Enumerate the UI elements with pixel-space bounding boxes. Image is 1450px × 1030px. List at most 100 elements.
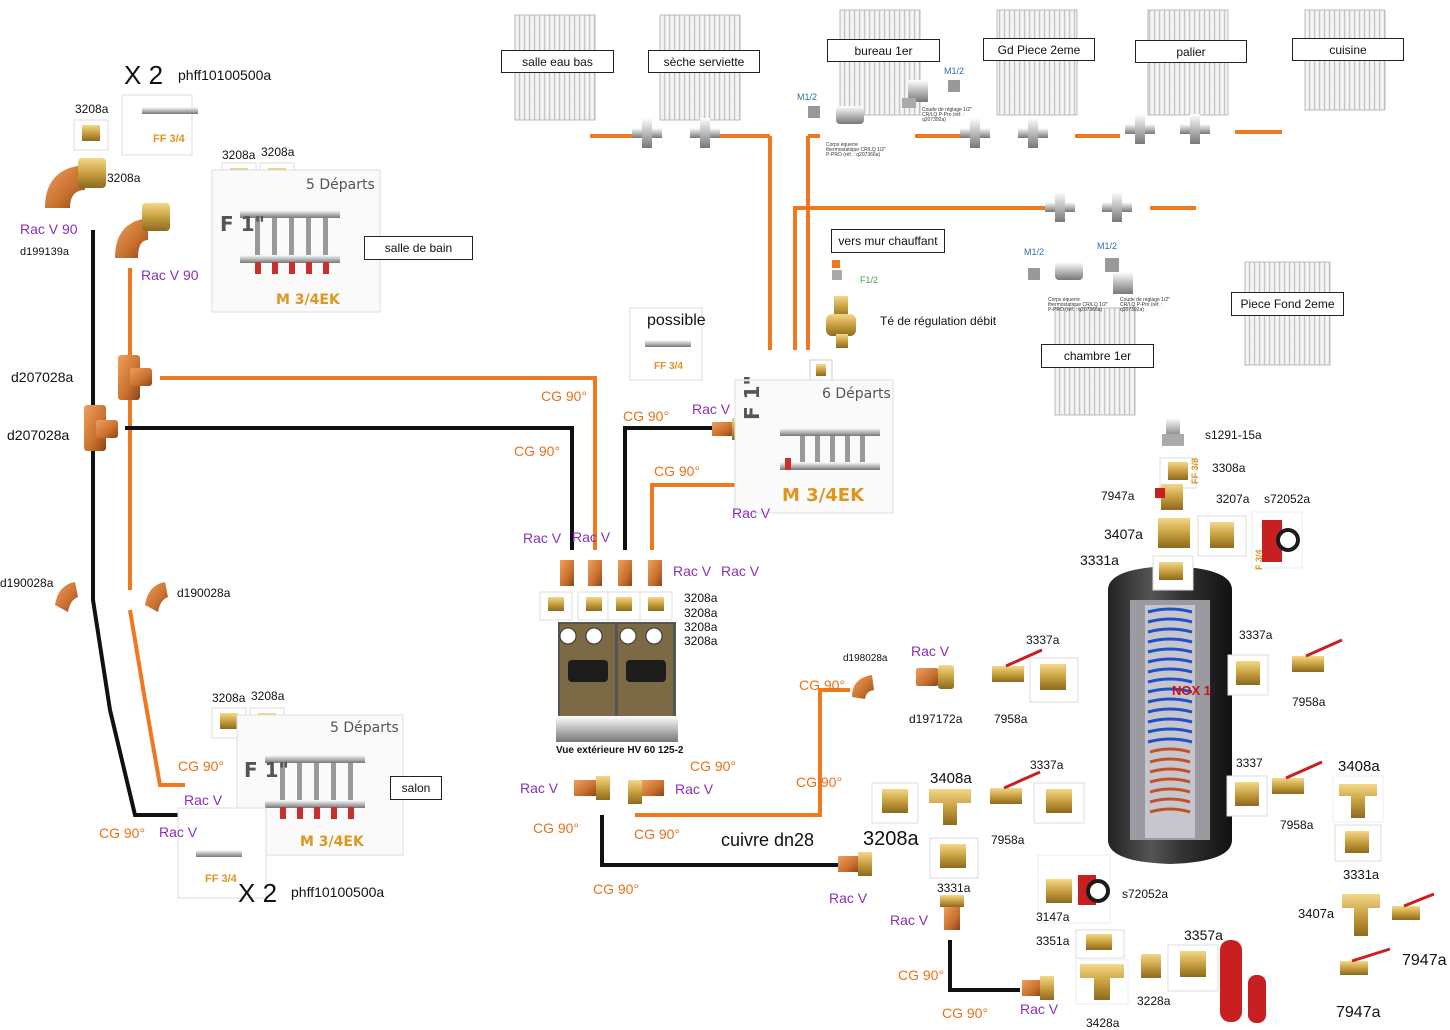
radiator-label-salle-eau-bas: salle eau bas (501, 50, 614, 73)
ball-valve-icon (1292, 638, 1343, 672)
radiator-label-piece-fond: Piece Fond 2eme (1231, 292, 1344, 316)
coude-reglage-note-1: Coude de réglage 1/2" CR/LQ P-Pro (réf. … (922, 107, 972, 123)
tee-d207028a-bottom (84, 405, 118, 451)
cg90-c6: CG 90° (533, 820, 580, 836)
box-salle-de-bain: salle de bain (364, 236, 473, 260)
ref-3208a-l2: 3208a (107, 171, 141, 185)
ref-3337a-1: 3337a (1026, 633, 1060, 647)
ref-3208a-l1: 3208a (75, 102, 109, 116)
f12-label: F1/2 (860, 275, 879, 285)
ref-3208a-l5: 3208a (212, 691, 246, 705)
nox-label: NOX 1 (1172, 683, 1212, 698)
racv-c7: Rac V (520, 780, 559, 796)
ball-valve-icon-3 (1392, 892, 1435, 920)
coude-reglage-note-2: Coude de réglage 1/2" CR/LQ P-Pro (réf. … (1120, 297, 1170, 313)
manifold-6-departs (734, 379, 894, 514)
ball-valve-icon-5 (992, 648, 1043, 682)
d190028a-icon (55, 582, 78, 612)
racv-c9: Rac V (829, 890, 868, 906)
manifold-salon-m34ek: M 3/4EK (300, 834, 364, 850)
ref-3228a: 3228a (1137, 994, 1171, 1008)
cg90-bottom-2: CG 90° (942, 1005, 989, 1021)
ball-valve-icon-6 (990, 770, 1041, 804)
ref-3208a-c1: 3208a (684, 591, 718, 605)
cg90-salon-2: CG 90° (99, 825, 146, 841)
manifold-sdb-m34ek: M 3/4EK (276, 292, 340, 308)
radiator-valves (632, 80, 1210, 381)
f34-label: F 3/4 (1254, 549, 1264, 570)
ref-d190028a-1: d190028a (0, 576, 54, 590)
racv-c6: Rac V (721, 563, 760, 579)
manifold-6-departs-title: 6 Départs (822, 386, 891, 402)
qty-x2-bottom: X 2 (238, 878, 278, 908)
ref-d198028a: d198028a (843, 653, 888, 664)
ref-3407a-2: 3407a (1298, 906, 1335, 921)
ff34-label-2: FF 3/4 (654, 361, 683, 372)
ref-d199139a: d199139a (20, 246, 69, 258)
rac-v90-label-1: Rac V 90 (20, 221, 78, 237)
radiator-gd-piece (996, 9, 1078, 116)
ref-3408a-1: 3408a (930, 770, 972, 787)
radiator-bureau (839, 9, 921, 116)
copper-fittings (45, 158, 954, 699)
pipes-black (91, 230, 1020, 992)
racv-c2: Rac V (732, 505, 771, 521)
tee-d207028a-top (118, 355, 152, 400)
ref-3208a-l6: 3208a (251, 689, 285, 703)
ball-valve-icon-4 (1340, 947, 1391, 975)
cg90-c4: CG 90° (654, 463, 701, 479)
ref-3208a-big: 3208a (863, 828, 919, 850)
cg90-salon-1: CG 90° (178, 758, 225, 774)
racv-c8: Rac V (675, 781, 714, 797)
m12-label-2: M1/2 (944, 66, 965, 76)
manifold-salon-departs: 5 Départs (330, 720, 399, 736)
rac-v90-icon (45, 165, 85, 208)
ref-3208a-l4: 3208a (261, 145, 295, 159)
ref-7947a-2: 7947a (1402, 952, 1447, 969)
ref-s1291: s1291-15a (1205, 428, 1262, 442)
ref-3337-r: 3337 (1236, 756, 1263, 770)
racv-salon-1: Rac V (184, 792, 223, 808)
ref-7947a-top: 7947a (1101, 489, 1135, 503)
ref-7958a-2: 7958a (1292, 695, 1326, 709)
flex-hose-icons (121, 94, 703, 899)
box-salon: salon (390, 776, 442, 800)
ff34-label-1: FF 3/4 (153, 133, 185, 145)
ref-3407a-top: 3407a (1104, 526, 1143, 542)
manifold-salon-f1: F 1" (244, 758, 289, 782)
expansion-gauge-icon (1251, 511, 1303, 569)
manifold-sdb-departs: 5 Départs (306, 177, 375, 193)
racv-salon-2: Rac V (159, 824, 198, 840)
cg90-bottom-1: CG 90° (898, 967, 945, 983)
cg90-c10: CG 90° (799, 677, 846, 693)
racv-bottom-1: Rac V (890, 912, 929, 928)
te-regulation-label: Té de régulation débit (880, 314, 997, 328)
ref-phff-bottom: phff10100500a (291, 884, 385, 900)
racv-bottom-2: Rac V (1020, 1001, 1059, 1017)
cuivre-dn28-label: cuivre dn28 (721, 830, 815, 850)
possible-label: possible (647, 312, 706, 329)
ref-d190028a-2: d190028a (177, 586, 231, 600)
d198028a-icon (852, 675, 874, 699)
cg90-c9: CG 90° (796, 774, 843, 790)
manifold-6-f1: F 1" (740, 375, 764, 420)
ref-3357a: 3357a (1184, 927, 1223, 943)
m12-label-4: M1/2 (1097, 241, 1118, 251)
hot-water-tank (1108, 566, 1232, 864)
ref-7947a-3: 7947a (1336, 1004, 1381, 1021)
ref-3337a-2: 3337a (1239, 628, 1273, 642)
corps-equerre-note-2: Corps équerre thermostatique CR/LQ 1/2" … (1048, 297, 1108, 313)
ff34-label-3: FF 3/4 (205, 873, 237, 885)
ref-3351a: 3351a (1036, 934, 1070, 948)
manifold-6-m34ek: M 3/4EK (782, 485, 865, 506)
corps-equerre-note-1: Corps équerre thermostatique CR/LQ 1/2" … (826, 142, 886, 158)
ref-3428a: 3428a (1086, 1016, 1120, 1030)
ref-3208a-c2: 3208a (684, 606, 718, 620)
radiator-label-palier: palier (1135, 40, 1247, 63)
boiler-fittings (871, 418, 1435, 1023)
ff38-label: FF 3/8 (1190, 457, 1200, 484)
ref-d207028a-2: d207028a (7, 427, 70, 443)
radiator-label-gd-piece: Gd Piece 2eme (983, 38, 1095, 61)
racv-c4: Rac V (572, 529, 611, 545)
